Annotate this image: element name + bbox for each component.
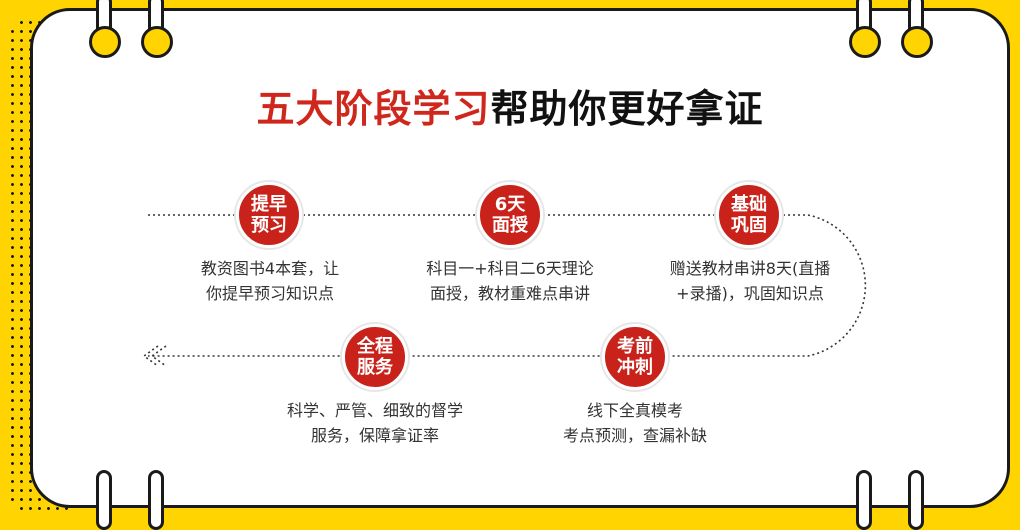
stage-description: 教资图书4本套，让 你提早预习知识点 <box>160 256 380 306</box>
stage-label: 面授 <box>492 215 528 236</box>
stage-desc-line: 考点预测，查漏补缺 <box>562 426 707 445</box>
stage-description: 线下全真模考 考点预测，查漏补缺 <box>525 398 745 448</box>
stage-desc-line: 科目一+科目二6天理论 <box>426 259 594 278</box>
stage-label: 服务 <box>357 357 393 378</box>
stage-desc-line: 面授，教材重难点串讲 <box>429 284 590 303</box>
stage-description: 科目一+科目二6天理论 面授，教材重难点串讲 <box>400 256 620 306</box>
stage-description: 科学、严管、细致的督学 服务，保障拿证率 <box>265 398 485 448</box>
stage-label: 全程 <box>357 336 393 357</box>
stage-desc-line: +录播)，巩固知识点 <box>676 284 824 303</box>
stage-desc-line: 科学、严管、细致的督学 <box>286 401 463 420</box>
stage-desc-line: 线下全真模考 <box>586 401 683 420</box>
stage-label: 巩固 <box>731 215 767 236</box>
stage-desc-line: 服务，保障拿证率 <box>310 426 439 445</box>
stage-label: 6天 <box>494 194 526 215</box>
page-title: 五大阶段学习帮助你更好拿证 <box>0 78 1020 133</box>
title-rest: 帮助你更好拿证 <box>490 87 764 131</box>
title-highlight: 五大阶段学习 <box>256 87 491 131</box>
stage-badge-sprint: 考前 冲刺 <box>602 324 668 390</box>
binder-hole <box>89 26 121 58</box>
stage-label: 考前 <box>617 336 653 357</box>
stage-badge-foundation: 基础 巩固 <box>716 182 782 248</box>
stage-description: 赠送教材串讲8天(直播 +录播)，巩固知识点 <box>640 256 860 306</box>
binder-hole <box>141 26 173 58</box>
stage-badge-lecture: 6天 面授 <box>477 182 543 248</box>
binder-hole <box>901 26 933 58</box>
stage-label: 预习 <box>251 215 287 236</box>
timeline-path <box>142 214 867 367</box>
stage-badge-preview: 提早 预习 <box>236 182 302 248</box>
stage-label: 提早 <box>251 194 287 215</box>
stage-desc-line: 赠送教材串讲8天(直播 <box>669 259 831 278</box>
stage-badge-service: 全程 服务 <box>342 324 408 390</box>
stage-desc-line: 你提早预习知识点 <box>205 284 334 303</box>
content-card <box>30 8 1010 508</box>
stage-label: 冲刺 <box>617 357 653 378</box>
stage-label: 基础 <box>731 194 767 215</box>
stage-desc-line: 教资图书4本套，让 <box>200 259 340 278</box>
binder-hole <box>849 26 881 58</box>
